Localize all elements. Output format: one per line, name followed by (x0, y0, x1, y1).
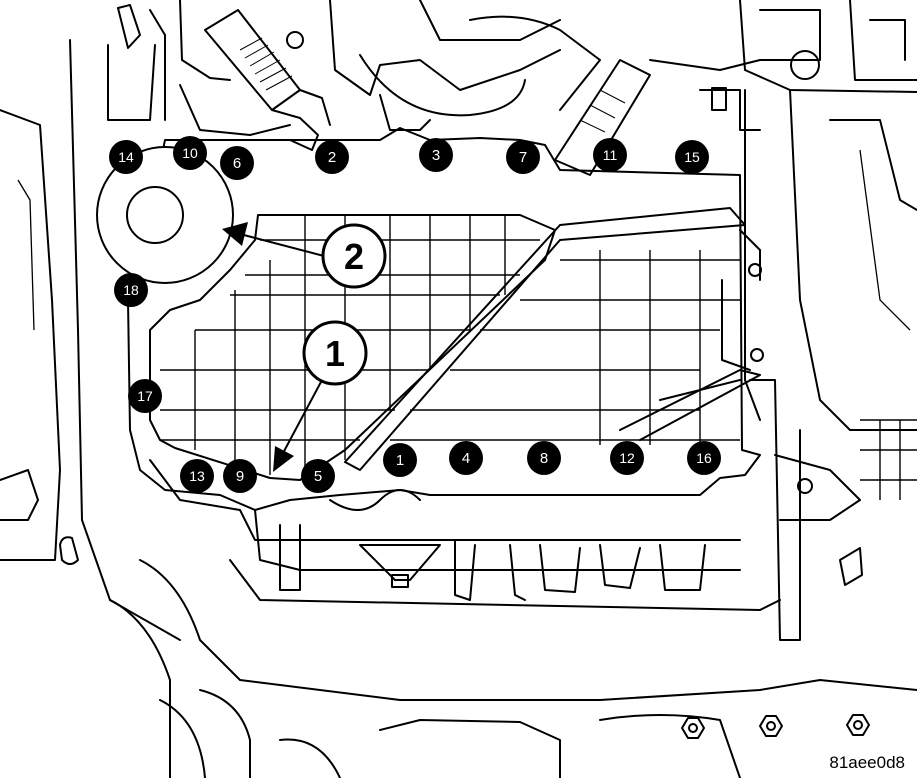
bolt-marker-label: 13 (189, 468, 205, 484)
bolt-marker-label: 18 (123, 282, 139, 298)
bolt-marker-2: 2 (315, 140, 349, 174)
bolt-marker-13: 13 (180, 459, 214, 493)
transmission-housing (0, 0, 917, 641)
bolt-marker-label: 10 (182, 145, 198, 161)
bolt-marker-label: 12 (619, 450, 635, 466)
bolt-marker-dot (128, 379, 162, 413)
bolt-marker-label: 3 (432, 147, 440, 164)
bolt-marker-label: 9 (236, 468, 244, 485)
bolt-marker-label: 8 (540, 450, 548, 467)
bolt-marker-label: 17 (137, 388, 153, 404)
arrowhead-2 (222, 222, 248, 246)
bolt-marker-17: 17 (128, 379, 162, 413)
hex-nut-left (681, 717, 705, 739)
bolt-marker-dot (180, 459, 214, 493)
bolt-marker-dot (223, 459, 257, 493)
bolt-marker-16: 16 (687, 441, 721, 475)
bolt-marker-dot (527, 441, 561, 475)
hex-nut-right (846, 714, 870, 736)
callout-2: 2 (321, 223, 387, 289)
bolt-marker-label: 16 (696, 450, 712, 466)
bolt-marker-15: 15 (675, 140, 709, 174)
figure-code: 81aee0d8 (829, 753, 905, 772)
callout-1-label: 1 (325, 333, 345, 374)
bolt-marker-12: 12 (610, 441, 644, 475)
bolt-marker-dot (301, 459, 335, 493)
bolt-marker-label: 1 (396, 452, 404, 469)
bolt-marker-dot (610, 441, 644, 475)
bolt-marker-1: 1 (383, 443, 417, 477)
bolt-marker-11: 11 (593, 138, 627, 172)
bolt-marker-dot (173, 136, 207, 170)
bolt-marker-label: 4 (462, 450, 470, 467)
bolt-marker-dot (220, 146, 254, 180)
bolt-marker-dot (419, 138, 453, 172)
bolt-marker-4: 4 (449, 441, 483, 475)
bolt-marker-dot (687, 441, 721, 475)
bolt-marker-9: 9 (223, 459, 257, 493)
bolt-marker-label: 2 (328, 149, 336, 166)
bolt-marker-dot (593, 138, 627, 172)
filter-circle (96, 146, 234, 284)
bolt-marker-label: 5 (314, 468, 322, 485)
callout-2-label: 2 (344, 236, 364, 277)
bolt-marker-dot (383, 443, 417, 477)
bolt-marker-10: 10 (173, 136, 207, 170)
bolt-marker-dot (449, 441, 483, 475)
bolt-marker-label: 14 (118, 149, 134, 165)
bolt-marker-dot (114, 273, 148, 307)
bolt-marker-dot (675, 140, 709, 174)
bolt-marker-6: 6 (220, 146, 254, 180)
bolt-marker-14: 14 (109, 140, 143, 174)
hex-nut-center (759, 715, 783, 737)
arrowhead-1 (273, 446, 294, 472)
bolt-marker-dot (109, 140, 143, 174)
bolt-marker-18: 18 (114, 273, 148, 307)
bolt-marker-dot (315, 140, 349, 174)
bolt-marker-8: 8 (527, 441, 561, 475)
callout-arrows (222, 222, 325, 472)
lower-housing (109, 559, 917, 778)
bolt-marker-label: 11 (603, 147, 618, 163)
callout-1: 1 (302, 320, 368, 386)
bolt-marker-label: 7 (519, 149, 527, 166)
bolt-marker-label: 6 (233, 155, 241, 172)
bolt-marker-5: 5 (301, 459, 335, 493)
bolt-marker-dot (506, 140, 540, 174)
bolt-marker-label: 15 (684, 149, 700, 165)
bolt-marker-7: 7 (506, 140, 540, 174)
bolt-marker-3: 3 (419, 138, 453, 172)
